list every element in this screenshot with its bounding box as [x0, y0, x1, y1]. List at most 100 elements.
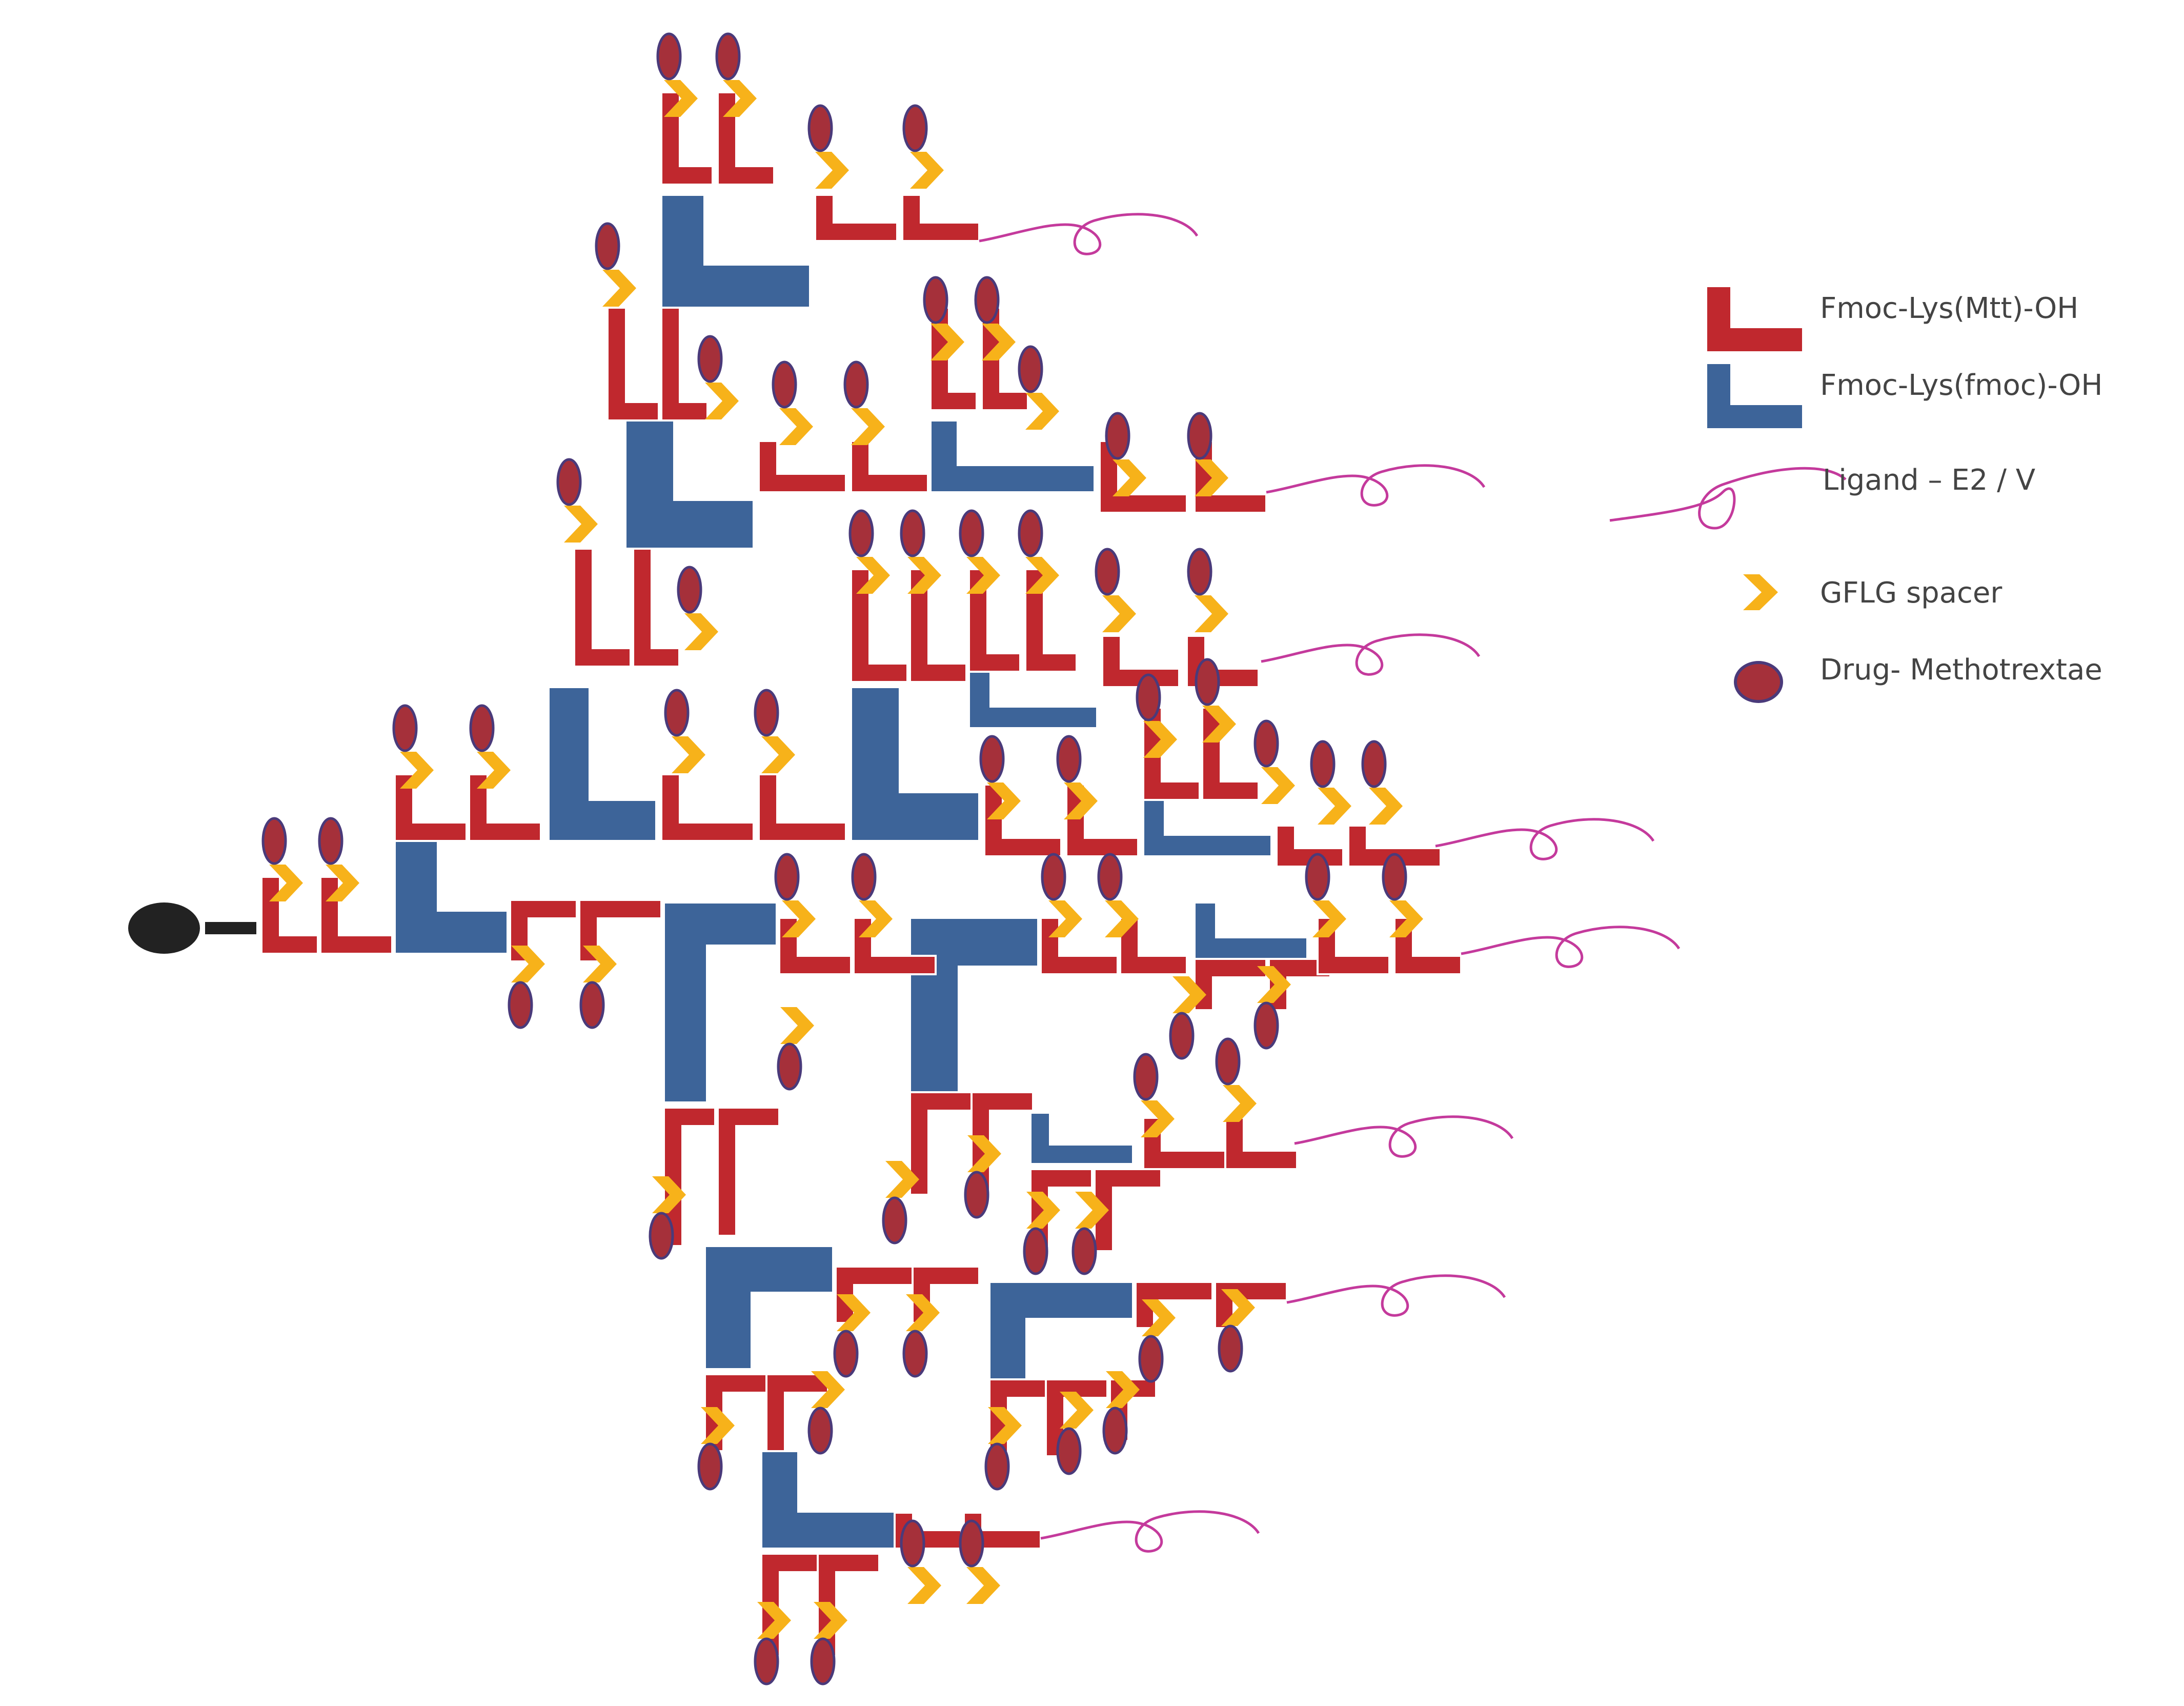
gflg-spacer	[672, 736, 705, 773]
methotrexate-drug	[677, 566, 702, 614]
methotrexate-drug	[656, 32, 682, 81]
gflg-spacer	[761, 736, 795, 773]
ligand-e2-v	[1286, 1274, 1506, 1317]
mtt-lysine-block	[1276, 825, 1344, 868]
gflg-spacer	[1257, 966, 1291, 1003]
methotrexate-drug	[902, 1330, 928, 1378]
gflg-spacer	[564, 506, 598, 543]
drug-oval-icon	[1734, 661, 1783, 703]
methotrexate-drug	[1187, 412, 1212, 460]
methotrexate-drug	[1097, 853, 1123, 901]
methotrexate-drug	[1136, 673, 1161, 721]
mtt-lysine-block	[758, 440, 847, 493]
gflg-spacer	[779, 408, 813, 445]
mtt-lysine-block	[1040, 917, 1119, 975]
legend-item-mtt: Fmoc-Lys(Mtt)-OH	[1707, 287, 2078, 351]
gflg-spacer	[906, 1294, 940, 1331]
mtt-lysine-block	[606, 307, 660, 422]
methotrexate-drug	[1056, 1427, 1082, 1475]
gflg-spacer	[782, 900, 816, 937]
gflg-spacer	[1172, 976, 1206, 1013]
methotrexate-drug	[664, 689, 690, 737]
methotrexate-drug	[1095, 548, 1120, 596]
gflg-spacer	[1075, 1192, 1109, 1229]
gflg-spacer	[931, 324, 964, 360]
methotrexate-drug	[810, 1637, 836, 1685]
methotrexate-drug	[508, 981, 533, 1029]
mtt-lysine-block	[853, 917, 937, 975]
methotrexate-drug	[1023, 1227, 1048, 1275]
methotrexate-drug	[1253, 719, 1279, 768]
gflg-spacer	[907, 1567, 941, 1604]
gflg-spacer	[1312, 900, 1346, 937]
methotrexate-drug	[1218, 1324, 1243, 1373]
gflg-spacer	[1113, 459, 1146, 496]
gflg-spacer	[1105, 900, 1139, 937]
gflg-spacer	[851, 408, 885, 445]
methotrexate-drug	[1215, 1037, 1241, 1086]
gflg-spacer	[859, 900, 893, 937]
methotrexate-drug	[1382, 853, 1407, 901]
gflg-spacer	[1141, 1100, 1175, 1137]
methotrexate-drug	[1361, 740, 1387, 788]
mtt-lysine-block	[1101, 635, 1180, 688]
gflg-spacer	[1261, 767, 1295, 804]
methotrexate-drug	[697, 335, 723, 383]
methotrexate-drug	[1310, 740, 1336, 788]
legend-label-mtt: Fmoc-Lys(Mtt)-OH	[1820, 292, 2078, 325]
legend: Fmoc-Lys(Mtt)-OH Fmoc-Lys(fmoc)-OH Ligan…	[1609, 287, 2102, 703]
legend-item-ligand: Ligand – E2 / V	[1609, 464, 2035, 530]
gflg-spacer	[987, 782, 1021, 819]
gflg-spacer	[811, 1371, 845, 1408]
mtt-lysine-block	[901, 194, 980, 242]
methotrexate-drugs	[261, 32, 1407, 1685]
mtt-lysine-block	[468, 773, 542, 842]
legend-item-spacer: GFLG spacer	[1743, 574, 2003, 610]
resin-bead	[128, 902, 200, 954]
fmoc-lysine-block	[1029, 1112, 1134, 1165]
linker-bar	[205, 922, 256, 934]
methotrexate-drug	[556, 458, 582, 506]
gflg-spacer	[856, 557, 890, 594]
methotrexate-drug	[1056, 735, 1082, 783]
gflg-spacer	[885, 1161, 919, 1198]
legend-label-spacer: GFLG spacer	[1820, 576, 2003, 610]
gflg-spacer	[815, 152, 849, 189]
ligand-e2-v	[979, 213, 1199, 255]
methotrexate-drug	[715, 32, 741, 81]
gflg-spacer	[511, 946, 545, 982]
ligand-e2-v	[1461, 926, 1681, 968]
gflg-spacer	[1389, 900, 1423, 937]
methotrexate-drug	[1133, 1053, 1159, 1101]
mtt-lysine-block	[1119, 917, 1188, 975]
gflg-spacer	[1195, 459, 1228, 496]
methotrexate-drug	[900, 1519, 925, 1568]
methotrexate-drug	[754, 1637, 779, 1685]
methotrexate-drug	[1071, 1227, 1097, 1275]
legend-label-drug: Drug- Methotrextae	[1820, 653, 2102, 687]
gflg-spacer	[1106, 1371, 1140, 1408]
methotrexate-drug	[974, 276, 1000, 324]
gflg-spacer	[1060, 1392, 1094, 1429]
gflg-spacer	[1318, 788, 1351, 825]
methotrexate-drug	[833, 1330, 859, 1378]
fmoc-lysine-block	[663, 901, 778, 1103]
legend-label-fmoc: Fmoc-Lys(fmoc)-OH	[1820, 369, 2102, 402]
methotrexate-drug	[1105, 412, 1130, 460]
methotrexate-drug	[1138, 1335, 1164, 1383]
gflg-spacer	[477, 752, 511, 789]
gflg-spacer	[1223, 1085, 1257, 1122]
gflg-spacer	[1064, 782, 1098, 819]
mtt-lysine-block	[1347, 825, 1442, 868]
ligand-e2-v	[1040, 1510, 1260, 1553]
methotrexate-drug	[1041, 853, 1066, 901]
gflg-spacer	[602, 270, 636, 307]
gflg-spacer	[684, 613, 718, 650]
gflg-spacers	[269, 80, 1423, 1639]
gflg-spacer	[1202, 706, 1236, 742]
methotrexate-drug	[959, 1519, 984, 1568]
methotrexate-drug	[579, 981, 605, 1029]
methotrexate-drug	[777, 1042, 802, 1091]
legend-item-fmoc: Fmoc-Lys(fmoc)-OH	[1707, 364, 2102, 428]
gflg-spacer	[1025, 393, 1059, 430]
